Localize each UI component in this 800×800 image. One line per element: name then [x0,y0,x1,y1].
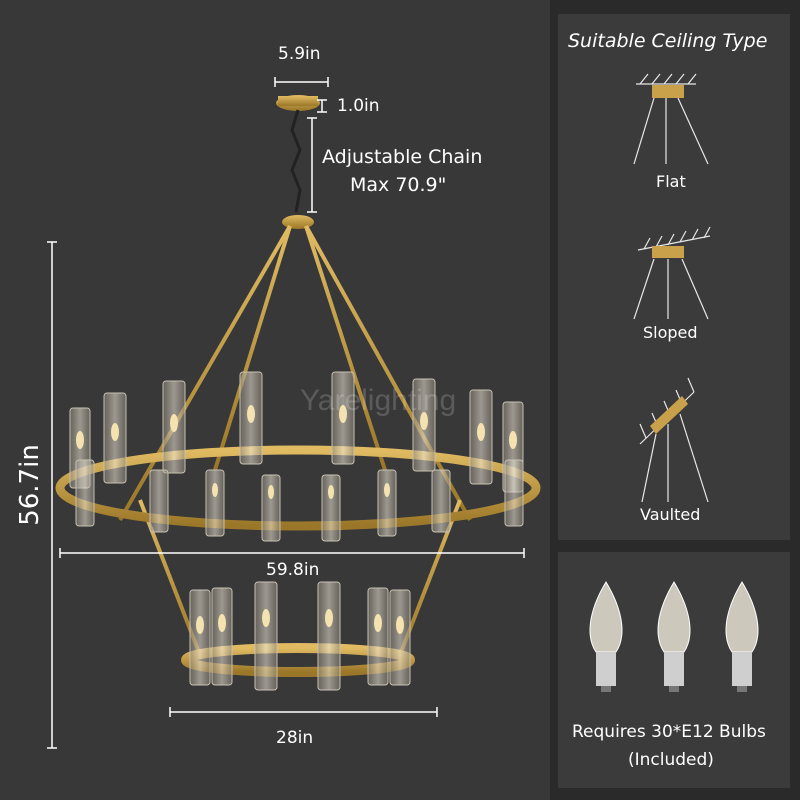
lower-candles [196,609,404,634]
bulb-illustrations [589,581,759,692]
canopy-width-label: 5.9in [278,44,321,64]
upper-width-label: 59.8in [266,560,320,580]
sloped-canopy [652,246,684,258]
lower-width-label: 28in [276,728,314,748]
bulb-requirement-line1: Requires 30*E12 Bulbs [572,722,766,742]
bulb-2 [657,581,691,692]
ceiling-type-sloped: Sloped [643,323,698,342]
watermark: Yarelighting [300,384,457,417]
vaulted-canopy [650,396,688,434]
flat-canopy [652,85,684,98]
upper-ring [55,445,541,531]
dimension-lines [47,77,525,749]
flat-ceiling-icon [633,73,709,165]
bulb-requirement-line2: (Included) [628,750,714,770]
chain-label-line2: Max 70.9" [350,174,447,196]
canopy-height-label: 1.0in [337,96,380,116]
upper-front-shades [75,459,524,542]
chain [290,109,302,213]
canopy-body [278,96,318,106]
upper-back-shades [69,371,524,493]
upper-candles [76,405,517,499]
ceiling-diagrams [633,73,711,503]
bulb-panel: Requires 30*E12 Bulbs (Included) [558,552,790,788]
ceiling-title: Suitable Ceiling Type [568,30,768,52]
lower-shades [189,581,411,691]
ceiling-type-flat: Flat [656,172,686,191]
chandelier-illustration [47,77,541,749]
ceiling-type-panel: Suitable Ceiling Type [558,14,790,540]
bulb-1 [589,581,623,692]
product-dimension-panel: Yarelighting 5.9in 1.0in Adjustable Chai… [0,0,550,800]
ceiling-type-vaulted: Vaulted [640,505,701,524]
sloped-ceiling-icon [633,226,711,320]
hook-top [282,215,314,229]
chain-label-line1: Adjustable Chain [322,146,483,168]
bulb-3 [725,581,759,692]
height-label: 56.7in [15,444,45,526]
vaulted-ceiling-icon [639,377,709,503]
